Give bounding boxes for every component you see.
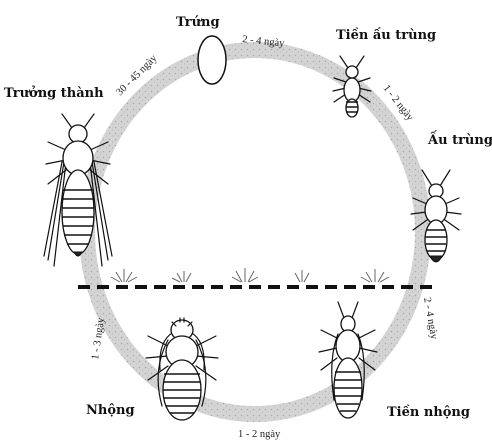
larva-label: Ấu trùng [427, 130, 492, 148]
duration-pupa-to-adult: 1 - 3 ngày [90, 316, 107, 360]
lifecycle-ring [87, 50, 423, 414]
adult-illustration [44, 114, 112, 266]
egg-label: Trứng [176, 15, 220, 30]
adult-label: Trưởng thành [4, 85, 104, 101]
duration-prepupa-to-pupa: 1 - 2 ngày [238, 429, 281, 440]
prepupa-label: Tiền nhộng [387, 404, 470, 420]
pupa-label: Nhộng [86, 403, 135, 418]
first-instar-label: Tiền ấu trùng [336, 27, 436, 43]
grass-tufts [111, 268, 389, 282]
duration-larva-to-prepupa: 2 - 4 ngày [421, 297, 439, 341]
egg-illustration [198, 36, 226, 84]
